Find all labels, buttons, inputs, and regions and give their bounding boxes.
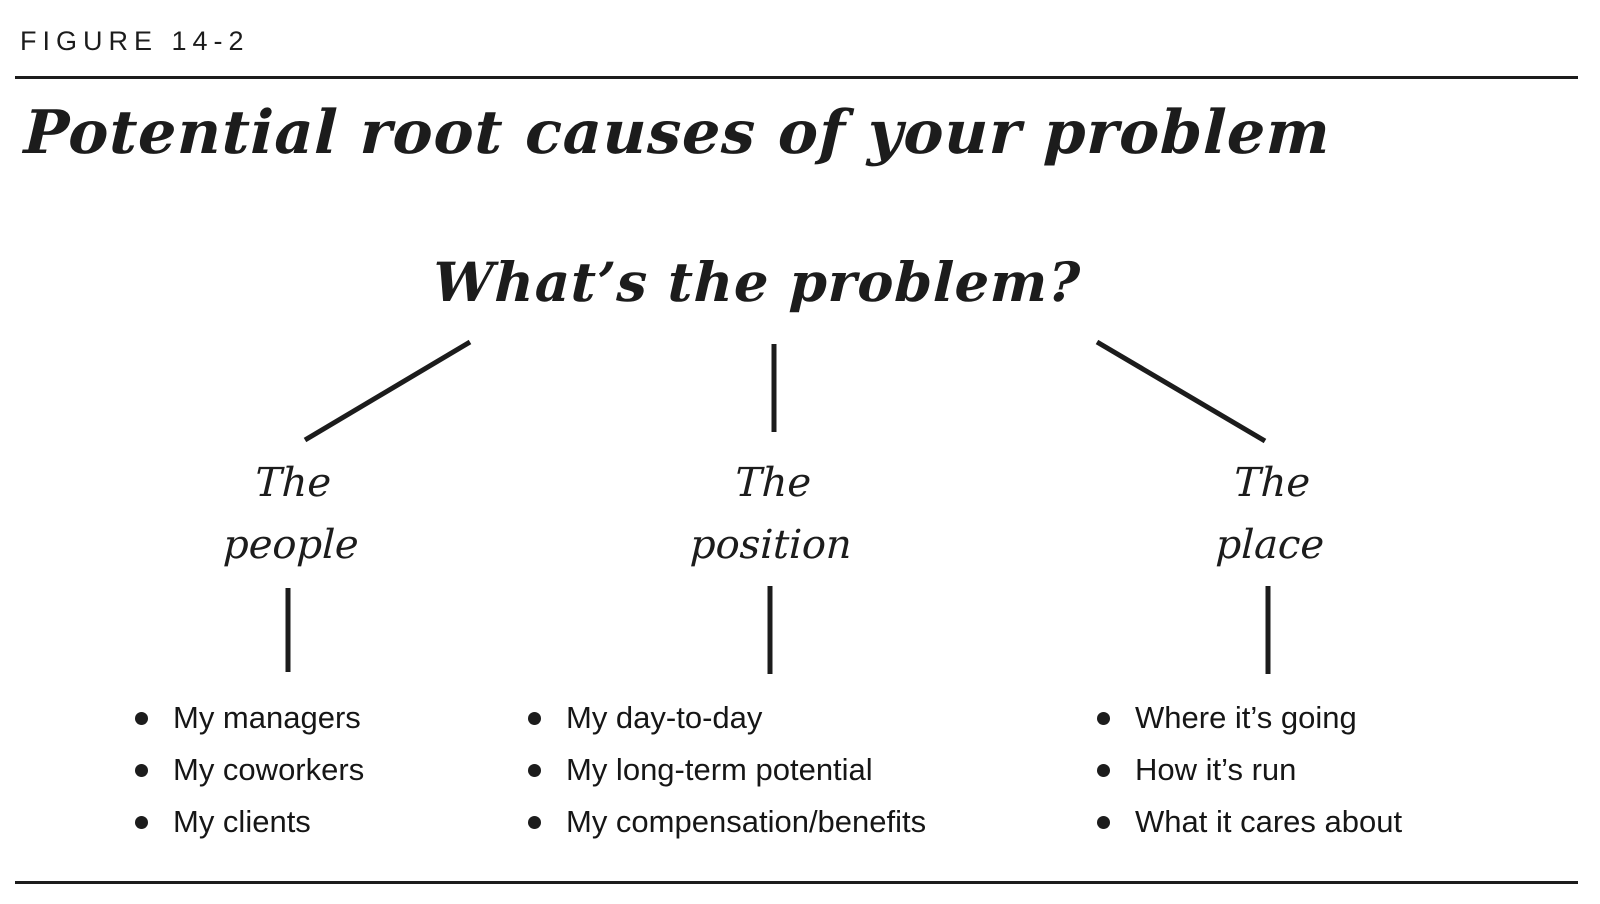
bullet-dot-icon — [528, 711, 541, 725]
figure-label: FIGURE 14-2 — [20, 26, 250, 56]
list-item: Where it’s going — [1097, 692, 1402, 744]
branch-label-people: The people — [222, 452, 362, 576]
list-item: My managers — [135, 692, 364, 744]
bullet-dot-icon — [135, 763, 148, 777]
list-item: My day-to-day — [528, 692, 926, 744]
list-item: My coworkers — [135, 744, 364, 796]
bullet-list-people: My managers My coworkers My clients — [135, 692, 364, 848]
bullet-list-place: Where it’s going How it’s run What it ca… — [1097, 692, 1402, 848]
list-item: How it’s run — [1097, 744, 1402, 796]
bullet-dot-icon — [528, 815, 541, 829]
list-item: My compensation/benefits — [528, 796, 926, 848]
list-item-text: My clients — [173, 804, 311, 839]
bullet-dot-icon — [1097, 711, 1110, 725]
list-item: My long-term potential — [528, 744, 926, 796]
list-item: What it cares about — [1097, 796, 1402, 848]
bullet-dot-icon — [1097, 815, 1110, 829]
branch-label-line: place — [1214, 522, 1325, 568]
list-item-text: How it’s run — [1135, 752, 1297, 787]
top-divider-rule — [15, 76, 1578, 79]
bullet-dot-icon — [528, 763, 541, 777]
list-item-text: My managers — [173, 700, 361, 735]
list-item-text: What it cares about — [1135, 804, 1403, 839]
bullet-dot-icon — [1097, 763, 1110, 777]
bullet-list-position: My day-to-day My long-term potential My … — [528, 692, 926, 848]
branch-label-place: The place — [1215, 452, 1328, 576]
list-item-text: My day-to-day — [566, 700, 763, 735]
branch-label-line: The — [1233, 460, 1311, 506]
list-item-text: My coworkers — [173, 752, 365, 787]
list-item: My clients — [135, 796, 364, 848]
bottom-divider-rule — [15, 881, 1578, 884]
branch-label-line: people — [222, 522, 360, 568]
list-item-text: Where it’s going — [1135, 700, 1357, 735]
branch-label-line: position — [689, 522, 853, 568]
branch-label-position: The position — [689, 452, 855, 576]
branch-label-line: The — [254, 460, 332, 506]
bullet-dot-icon — [135, 711, 148, 725]
bullet-dot-icon — [135, 815, 148, 829]
list-item-text: My long-term potential — [566, 752, 873, 787]
branch-line-left — [303, 339, 472, 443]
branch-line-right — [1095, 339, 1267, 444]
list-item-text: My compensation/benefits — [566, 804, 927, 839]
branch-label-line: The — [734, 460, 812, 506]
